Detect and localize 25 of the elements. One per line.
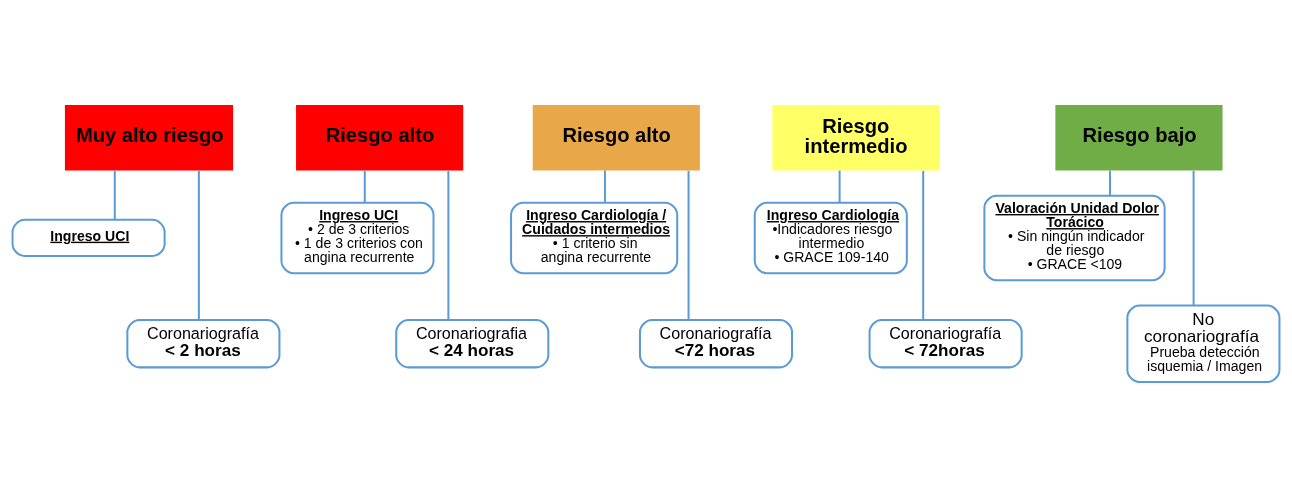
- node-box: Coronariografía < 2 horas: [126, 318, 281, 368]
- connector: [603, 170, 606, 203]
- node-box: Ingreso UCI • 2 de 3 criterios • 1 de 3 criterios con angina recurrente: [280, 201, 435, 274]
- connector: [1192, 170, 1195, 305]
- node-box: Ingreso Cardiología •Indicadores riesgo intermedio • GRACE 109-140: [753, 201, 908, 274]
- node-box: Valoración Unidad Dolor Torácico • Sin ningún indicador de riesgo • GRACE <109: [983, 194, 1166, 281]
- connector: [113, 170, 116, 220]
- node-box: Riesgo bajo: [1055, 104, 1223, 170]
- node-box: Riesgo alto: [532, 104, 700, 170]
- node-box: Ingreso UCI: [11, 218, 166, 257]
- node-box: Coronariografía < 72horas: [868, 318, 1023, 368]
- node-box: Coronariografia < 24 horas: [395, 318, 550, 368]
- node-box: Ingreso Cardiología / Cuidados intermedios • 1 criterio sin angina recurrente: [510, 201, 679, 274]
- node-box: No coronariografía Prueba detección isquemia / Imagen: [1126, 303, 1281, 383]
- connector: [447, 170, 450, 320]
- connector: [1109, 170, 1111, 196]
- node-box: Muy alto riesgo: [64, 104, 234, 170]
- connector: [687, 170, 690, 320]
- connector: [838, 170, 841, 203]
- node-box: Riesgo alto: [296, 104, 464, 170]
- connector: [363, 170, 366, 203]
- connector: [922, 170, 925, 320]
- node-box: Coronariografía <72 horas: [638, 318, 794, 368]
- connector: [197, 170, 200, 320]
- node-box: Riesgo intermedio: [772, 104, 940, 170]
